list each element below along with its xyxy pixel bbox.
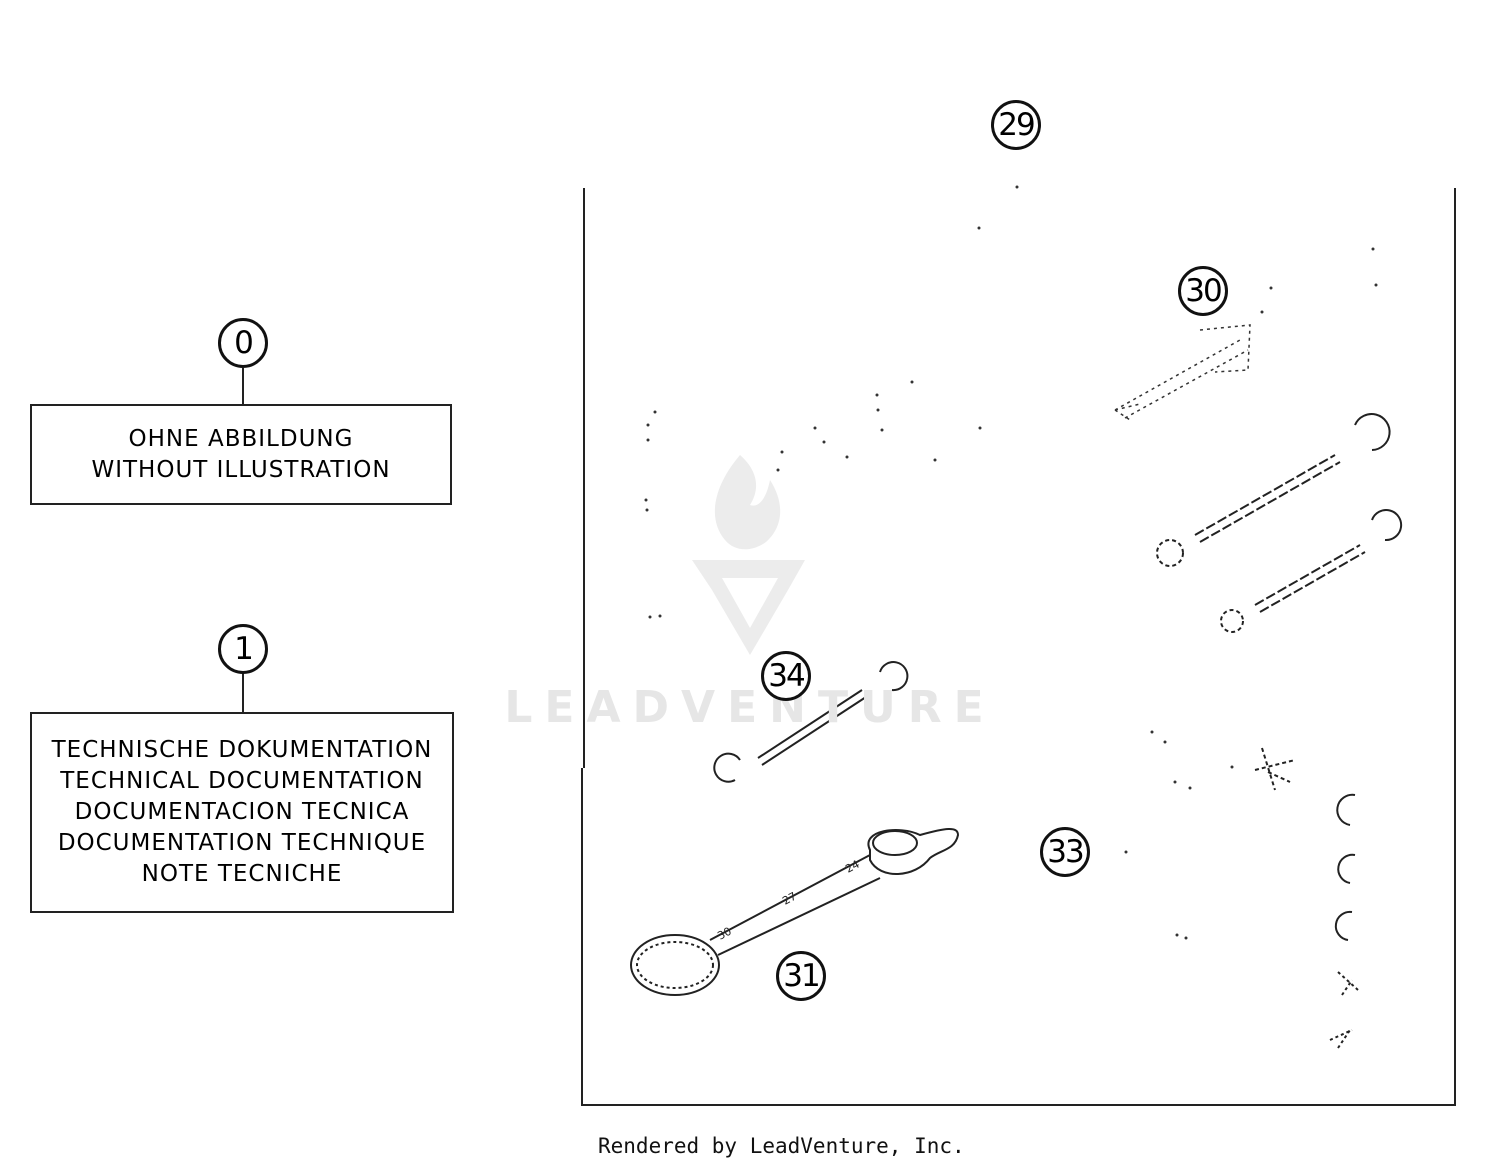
note-line: TECHNICAL DOCUMENTATION bbox=[60, 768, 424, 794]
callout-34: 34 bbox=[761, 651, 811, 701]
note-line: DOCUMENTACION TECNICA bbox=[74, 799, 410, 825]
callout-31: 31 bbox=[776, 951, 826, 1001]
watermark-text: LEADVENTURE bbox=[504, 682, 996, 733]
note-line: TECHNISCHE DOKUMENTATION bbox=[51, 737, 433, 763]
part-30-tool bbox=[1114, 324, 1251, 421]
note-line: DOCUMENTATION TECHNIQUE bbox=[57, 830, 427, 856]
note-box-without-illustration: OHNE ABBILDUNG WITHOUT ILLUSTRATION bbox=[30, 404, 452, 505]
svg-text:30: 30 bbox=[715, 925, 733, 943]
callout-33: 33 bbox=[1040, 827, 1090, 877]
part-31-spanner: 30 27 24 bbox=[630, 828, 960, 996]
callout-30: 30 bbox=[1178, 266, 1228, 316]
callout-0: 0 bbox=[218, 318, 268, 368]
svg-text:24: 24 bbox=[843, 858, 861, 876]
dotted-fragments bbox=[644, 185, 1378, 940]
footer-credit: Rendered by LeadVenture, Inc. bbox=[598, 1134, 965, 1158]
note-line: NOTE TECNICHE bbox=[141, 861, 343, 887]
note-box-technical-documentation: TECHNISCHE DOKUMENTATION TECHNICAL DOCUM… bbox=[30, 712, 454, 913]
part-33-pieces bbox=[1254, 747, 1359, 1049]
note-line: WITHOUT ILLUSTRATION bbox=[91, 456, 391, 483]
part-34-wrench bbox=[713, 661, 909, 783]
wrench-lower bbox=[1220, 509, 1403, 633]
wrench-upper bbox=[1156, 413, 1391, 567]
watermark-emblem bbox=[692, 455, 805, 655]
svg-text:27: 27 bbox=[780, 890, 798, 908]
note-line: OHNE ABBILDUNG bbox=[128, 425, 354, 452]
callout-1: 1 bbox=[218, 624, 268, 674]
kit-frame bbox=[581, 188, 1456, 1106]
callout-29: 29 bbox=[991, 100, 1041, 150]
